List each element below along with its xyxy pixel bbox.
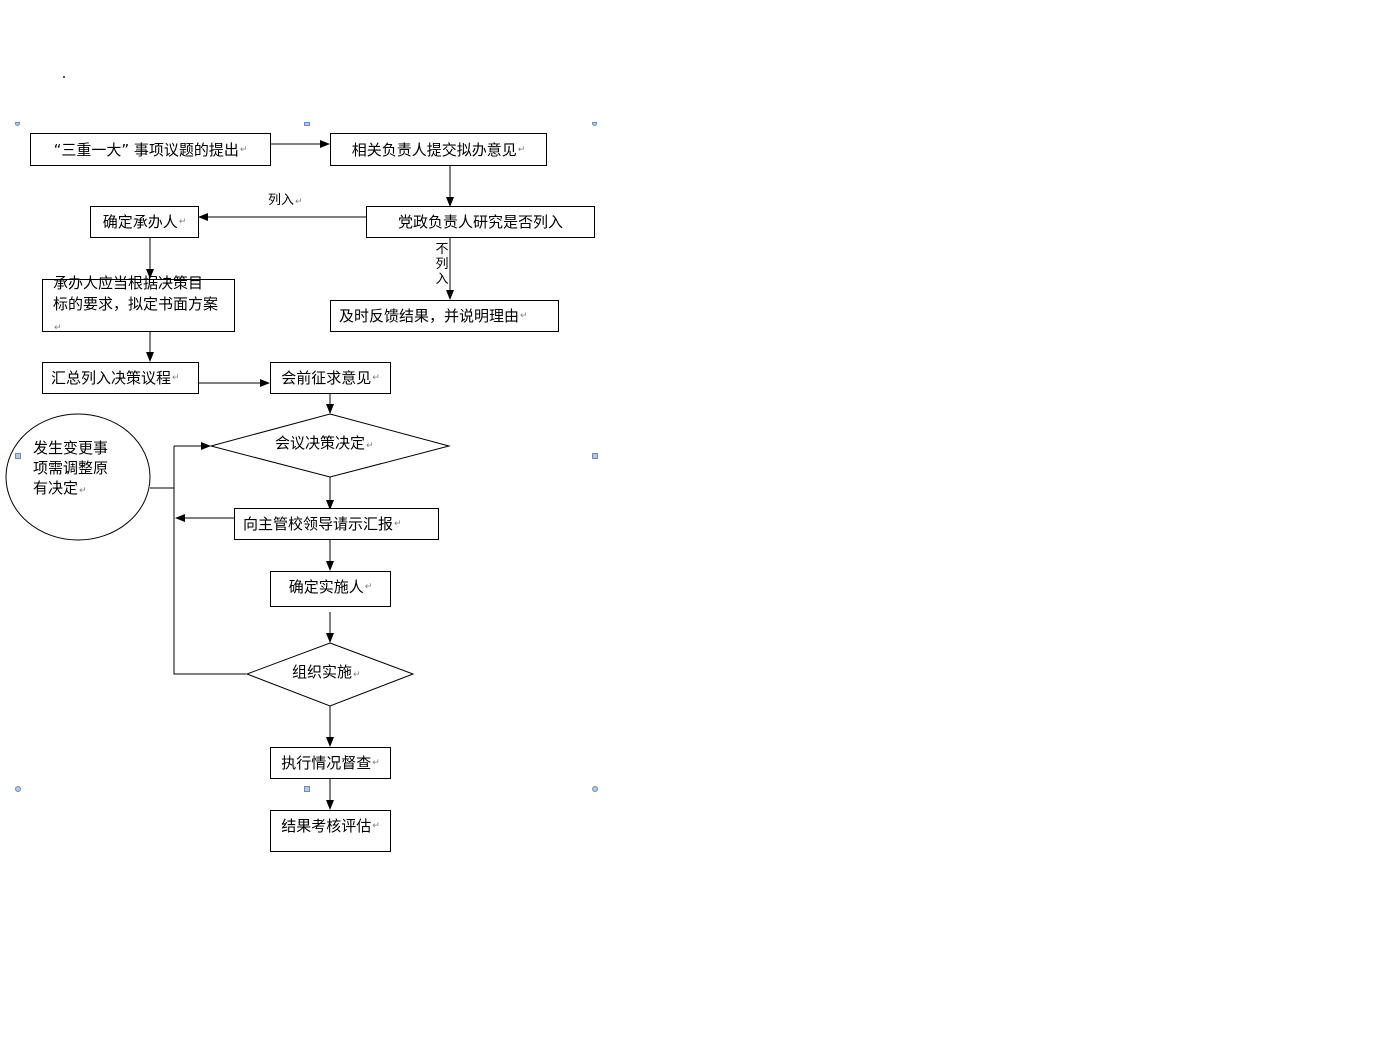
node-implement[interactable]: 组织实施↵: [292, 662, 361, 685]
paragraph-mark: ↵: [372, 758, 380, 768]
node-report-leader-label: 向主管校领导请示汇报: [243, 515, 394, 533]
change-circle-line: 有决定: [33, 479, 79, 497]
selection-handle[interactable]: [15, 453, 21, 459]
stray-dot: [63, 76, 65, 78]
paragraph-mark: ↵: [520, 311, 528, 321]
node-submit-opinion-label: 相关负责人提交拟办意见: [351, 140, 517, 159]
node-evaluate[interactable]: 结果考核评估↵: [270, 810, 391, 852]
paragraph-mark: ↵: [394, 519, 402, 529]
node-draft-plan[interactable]: 承办人应当根据决策目 标的要求，拟定书面方案 ↵: [42, 274, 235, 333]
paragraph-mark: ↵: [366, 441, 374, 451]
node-pre-meeting-label: 会前征求意见: [281, 369, 372, 387]
paragraph-mark: ↵: [172, 373, 180, 383]
node-supervise[interactable]: 执行情况督查↵: [270, 747, 391, 779]
paragraph-mark: ↵: [239, 144, 248, 155]
implement-diamond: [245, 642, 415, 707]
paragraph-mark: ↵: [353, 670, 361, 680]
draft-plan-line: 承办人应当根据决策目: [53, 273, 204, 292]
node-evaluate-label: 结果考核评估: [281, 817, 372, 835]
node-pre-meeting[interactable]: 会前征求意见↵: [270, 362, 391, 394]
selection-handle[interactable]: [592, 786, 598, 792]
selection-handle[interactable]: [15, 786, 21, 792]
node-meeting-decision-label: 会议决策决定: [275, 434, 366, 452]
node-meeting-decision[interactable]: 会议决策决定↵: [275, 433, 374, 456]
paragraph-mark: ↵: [372, 373, 380, 383]
node-supervise-label: 执行情况督查: [281, 754, 372, 772]
paragraph-mark: ↵: [79, 486, 87, 496]
paragraph-mark: ↵: [54, 322, 62, 333]
node-party-review[interactable]: 党政负责人研究是否列入: [366, 206, 595, 238]
node-implement-label: 组织实施: [292, 663, 353, 681]
node-report-leader[interactable]: 向主管校领导请示汇报↵: [234, 508, 439, 540]
node-assign-handler-label: 确定承办人: [102, 213, 178, 231]
change-circle-line: 发生变更事: [33, 439, 109, 457]
node-feedback[interactable]: 及时反馈结果，并说明理由↵: [330, 300, 559, 332]
paragraph-mark: ↵: [364, 582, 373, 592]
edge-label-char: 不: [435, 242, 449, 257]
selection-handle[interactable]: [15, 122, 20, 126]
node-proposal[interactable]: “三重一大” 事项议题的提出↵: [30, 133, 271, 166]
node-proposal-label: “三重一大” 事项议题的提出: [53, 140, 239, 159]
selection-handle[interactable]: [304, 786, 310, 792]
node-change-circle[interactable]: 发生变更事 项需调整原 有决定↵: [33, 438, 108, 501]
edge-label-included-text: 列入: [268, 193, 295, 208]
selection-handle[interactable]: [304, 122, 310, 126]
node-agenda[interactable]: 汇总列入决策议程↵: [42, 362, 199, 394]
edge-label-char: 列: [435, 257, 449, 272]
edge-label-not-included: 不 列 入: [435, 242, 449, 287]
edge-label-included: 列入↵: [268, 193, 303, 210]
edge-label-char: 入: [435, 272, 449, 287]
meeting-decision-diamond: [209, 413, 451, 478]
node-assign-implementer[interactable]: 确定实施人↵: [270, 571, 391, 607]
paragraph-mark: ↵: [517, 144, 526, 155]
node-feedback-label: 及时反馈结果，并说明理由: [339, 307, 520, 325]
change-circle-line: 项需调整原: [33, 459, 109, 477]
paragraph-mark: ↵: [372, 821, 380, 831]
paragraph-mark: ↵: [178, 217, 187, 227]
node-submit-opinion[interactable]: 相关负责人提交拟办意见↵: [330, 133, 547, 166]
loop-back-line: [173, 446, 246, 675]
draft-plan-line: 标的要求，拟定书面方案: [53, 294, 219, 313]
change-circle-shape: [5, 413, 151, 541]
node-party-review-label: 党政负责人研究是否列入: [397, 213, 563, 231]
node-agenda-label: 汇总列入决策议程: [51, 369, 172, 387]
node-assign-implementer-label: 确定实施人: [288, 578, 364, 596]
node-draft-plan-label: 承办人应当根据决策目 标的要求，拟定书面方案 ↵: [53, 273, 224, 339]
node-assign-handler[interactable]: 确定承办人↵: [90, 206, 199, 238]
selection-handle[interactable]: [592, 453, 598, 459]
paragraph-mark: ↵: [295, 197, 303, 207]
selection-handle[interactable]: [592, 122, 597, 126]
